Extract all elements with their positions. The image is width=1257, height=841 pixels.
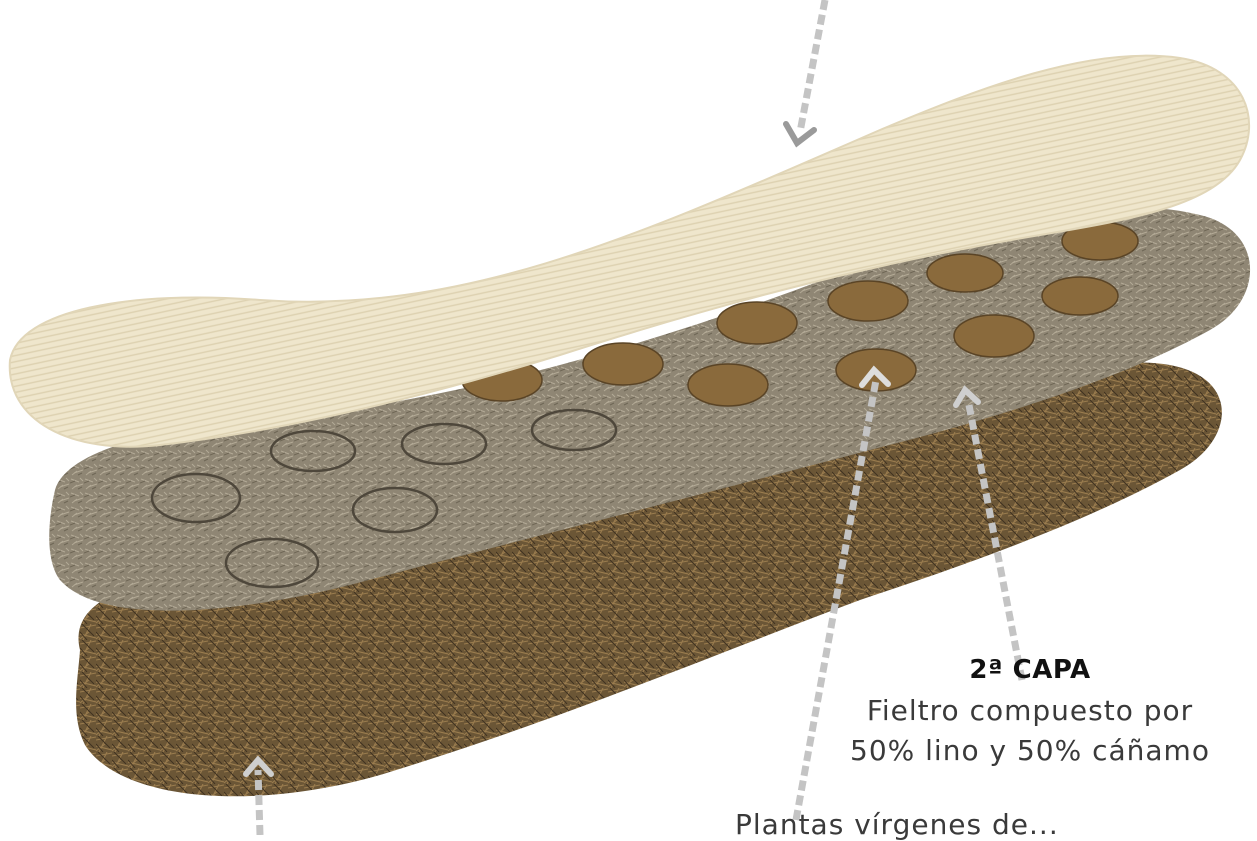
layer-2-title: 2ª CAPA bbox=[800, 655, 1257, 685]
layer-2-description: Fieltro compuesto por 50% lino y 50% cáñ… bbox=[800, 691, 1257, 771]
layer-3-description-partial: Plantas vírgenes de... bbox=[735, 808, 1059, 841]
layer-2-label: 2ª CAPA Fieltro compuesto por 50% lino y… bbox=[800, 655, 1257, 771]
arrow-to-fiber bbox=[246, 760, 271, 835]
arrow-to-cover bbox=[786, 0, 825, 143]
